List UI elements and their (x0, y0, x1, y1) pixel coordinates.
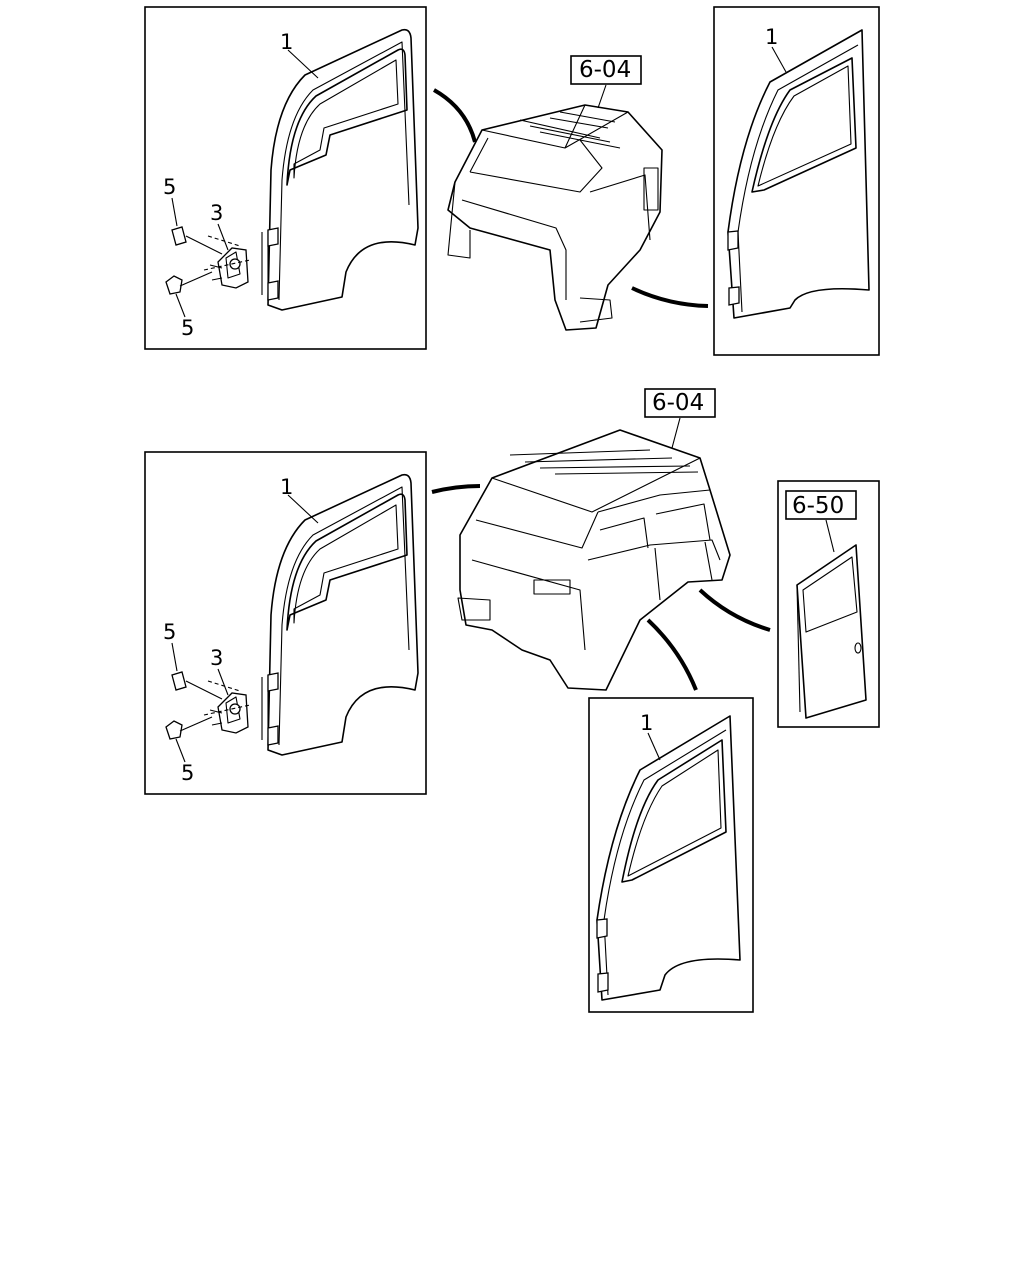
door-part-label: 1 (765, 25, 778, 49)
rear-door-ref: 6-50 (792, 493, 844, 519)
panel-mid-left-door: 1 3 5 5 (144, 451, 427, 795)
bolt-lower-label: 5 (181, 761, 194, 785)
standard-cab-illustration: 6-04 (447, 55, 663, 331)
leader-arrow-left (433, 88, 477, 143)
door-part-label: 1 (280, 30, 293, 54)
panel-bottom-door: 1 (588, 697, 754, 1013)
panel-rear-door: 6-50 (777, 480, 880, 728)
standard-cab-ref: 6-04 (579, 57, 631, 83)
panel-top-right-door: 1 (713, 6, 880, 356)
door-part-label: 1 (280, 475, 293, 499)
leader-arrow-bottom (646, 618, 698, 691)
leader-arrow-rear (698, 588, 771, 632)
crew-cab-ref: 6-04 (652, 390, 704, 416)
bolt-lower-label: 5 (181, 316, 194, 340)
leader-arrow-mid-left (431, 484, 481, 494)
hinge-part-label: 3 (210, 201, 223, 225)
leader-arrow-right (631, 286, 709, 308)
door-part-label: 1 (640, 711, 653, 735)
crew-cab-illustration: 6-04 (457, 388, 731, 691)
hinge-part-label: 3 (210, 646, 223, 670)
bolt-upper-label: 5 (163, 175, 176, 199)
panel-top-left-door: 1 3 5 5 (144, 6, 427, 350)
bolt-upper-label: 5 (163, 620, 176, 644)
